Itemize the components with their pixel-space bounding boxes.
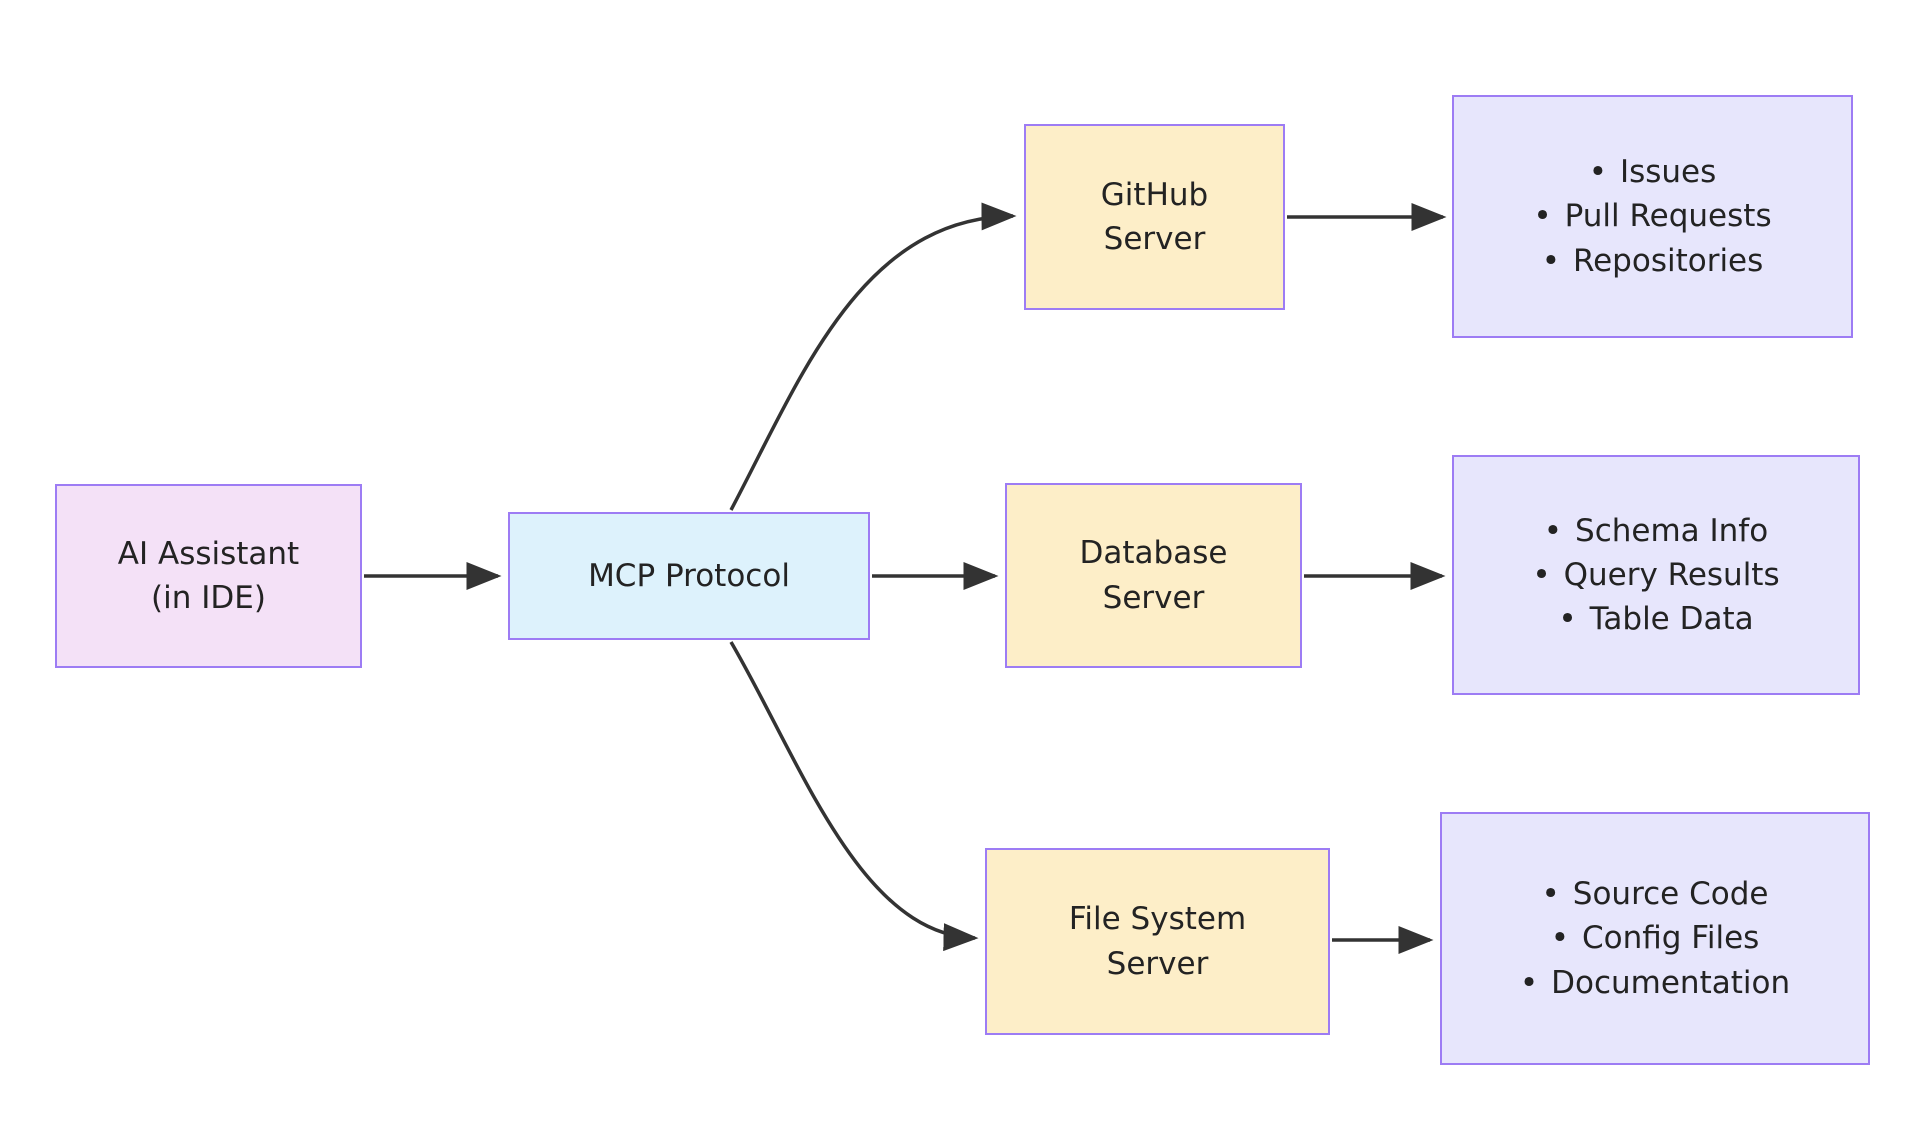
bullet-icon: •	[1558, 601, 1580, 637]
list-item: • Table Data	[1558, 597, 1753, 641]
edge-protocol-filesystem	[729, 641, 979, 952]
node-filesystem-server[interactable]: File System Server	[985, 848, 1330, 1035]
node-database-server[interactable]: Database Server	[1005, 483, 1302, 668]
list-item: • Config Files	[1551, 916, 1760, 960]
bullet-icon: •	[1541, 876, 1563, 913]
bullet-icon: •	[1588, 154, 1611, 191]
node-mcp-protocol[interactable]: MCP Protocol	[508, 512, 870, 640]
node-filesystem-server-line-2: Server	[1106, 945, 1209, 982]
bullet-icon: •	[1519, 964, 1542, 1001]
list-item-label: Pull Requests	[1564, 198, 1772, 235]
node-filesystem-results[interactable]: • Source Code • Config Files • Documenta…	[1440, 812, 1870, 1065]
list-item: • Pull Requests	[1533, 194, 1771, 238]
node-github-server-line-1: GitHub	[1100, 176, 1209, 213]
edge-protocol-github	[729, 202, 1017, 511]
list-item-label: Source Code	[1572, 876, 1769, 913]
node-github-results[interactable]: • Issues • Pull Requests • Repositories	[1452, 95, 1853, 338]
list-item-label: Table Data	[1589, 601, 1754, 637]
list-item-label: Issues	[1619, 154, 1717, 191]
node-filesystem-server-line-1: File System	[1068, 901, 1247, 938]
node-database-server-line-2: Server	[1102, 579, 1205, 616]
list-item-label: Query Results	[1563, 556, 1780, 593]
list-item: • Query Results	[1532, 553, 1779, 597]
node-database-server-line-1: Database	[1079, 535, 1228, 572]
node-github-server-line-2: Server	[1103, 221, 1206, 257]
list-item-label: Schema Info	[1575, 512, 1769, 549]
node-mcp-protocol-line-1: MCP Protocol	[588, 557, 790, 594]
node-ai-assistant-line-2: (in IDE)	[151, 580, 266, 616]
list-item: • Issues	[1589, 150, 1717, 194]
list-item-label: Repositories	[1572, 242, 1764, 279]
list-item: • Source Code	[1542, 872, 1769, 916]
bullet-icon: •	[1550, 920, 1573, 957]
list-item: • Schema Info	[1544, 509, 1768, 553]
list-item: • Repositories	[1542, 239, 1764, 283]
list-item: • Documentation	[1520, 961, 1790, 1005]
list-item-label: Documentation	[1551, 964, 1791, 1001]
node-database-results[interactable]: • Schema Info • Query Results • Table Da…	[1452, 455, 1860, 695]
bullet-icon: •	[1533, 198, 1555, 235]
node-github-server[interactable]: GitHub Server	[1024, 124, 1285, 310]
bullet-icon: •	[1532, 556, 1554, 593]
bullet-icon: •	[1543, 512, 1566, 549]
list-item-label: Config Files	[1581, 920, 1760, 957]
node-ai-assistant-line-1: AI Assistant	[117, 535, 300, 572]
node-ai-assistant[interactable]: AI Assistant (in IDE)	[55, 484, 362, 668]
bullet-icon: •	[1541, 242, 1564, 279]
